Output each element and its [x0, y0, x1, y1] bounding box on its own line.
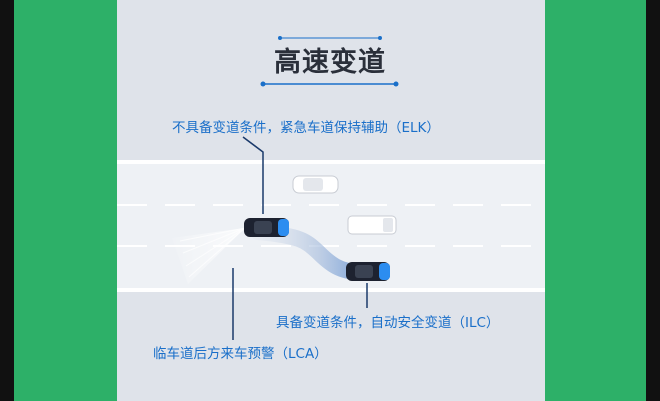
- ilc-label: 具备变道条件，自动安全变道（ILC）: [276, 315, 500, 331]
- title-decoration: [260, 36, 399, 87]
- white-car-icon: [292, 175, 339, 194]
- elk-leader-line: [242, 136, 264, 214]
- white-van-icon: [347, 215, 397, 235]
- right-black-border: [646, 0, 660, 401]
- ego-car-icon: [244, 218, 289, 237]
- elk-label: 不具备变道条件，紧急车道保持辅助（ELK）: [172, 120, 440, 136]
- page-title: 高速变道: [274, 47, 386, 78]
- left-black-border: [0, 0, 14, 401]
- right-green-margin: [545, 0, 646, 401]
- radar-fan-icon: [172, 227, 246, 284]
- lane-change-car-icon: [346, 262, 390, 281]
- lca-label: 临车道后方来车预警（LCA）: [153, 346, 328, 362]
- left-green-margin: [14, 0, 117, 401]
